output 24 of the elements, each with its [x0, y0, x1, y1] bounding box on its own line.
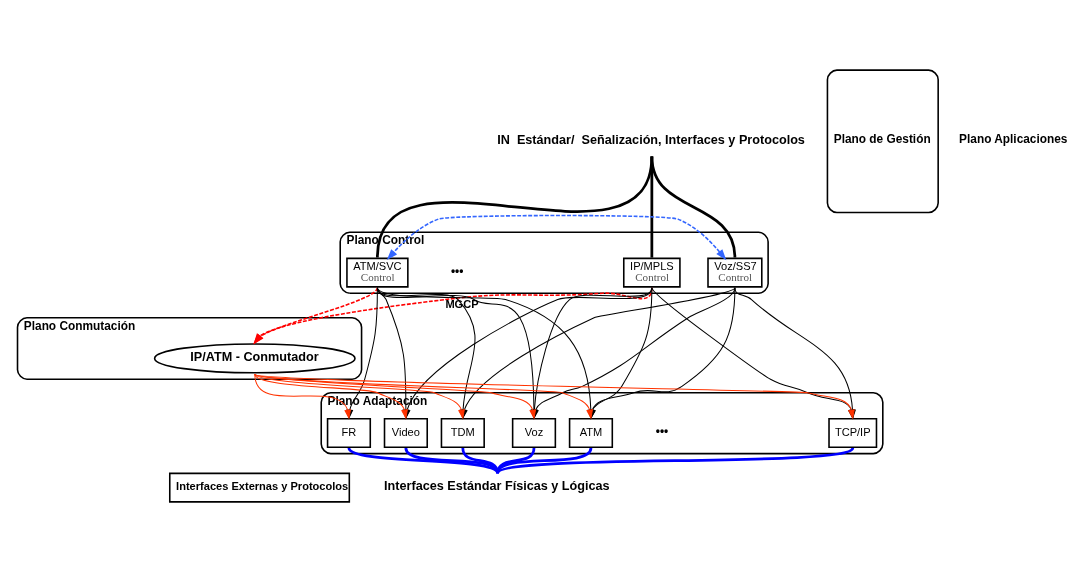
- node-box: Video: [383, 417, 428, 448]
- node-box: Plano de Gestión: [826, 68, 939, 213]
- connector: [347, 446, 499, 474]
- label: •••: [655, 423, 669, 438]
- node-box: IP/MPLS Control: [623, 257, 681, 288]
- node-box: TCP/IP: [828, 417, 878, 448]
- arrow: [253, 286, 379, 344]
- node-box: Voz: [511, 417, 557, 448]
- node-ellipse: IP/ATM - Conmutador: [153, 342, 356, 374]
- arrow: [253, 286, 653, 344]
- node-text: IN Estándar/ Señalización, Interfaces y Protocolos: [497, 132, 805, 147]
- connector: [376, 155, 654, 258]
- label: •••: [450, 263, 464, 278]
- connector: [496, 446, 854, 475]
- node-box: TDM: [440, 417, 485, 448]
- arrow: [386, 214, 727, 260]
- node-box: FR: [326, 417, 372, 448]
- node-box: ATM/SVC Control: [346, 257, 409, 288]
- node-text: Interfaces Estándar Físicas y Lógicas: [384, 478, 610, 493]
- node-box: Voz/SS7 Control: [707, 257, 763, 288]
- connector: [496, 447, 593, 474]
- node-box: Interfaces Externas y Protocolos: [169, 472, 351, 503]
- label: Plano Aplicaciones: [959, 131, 1068, 146]
- node-box: ATM: [568, 417, 614, 448]
